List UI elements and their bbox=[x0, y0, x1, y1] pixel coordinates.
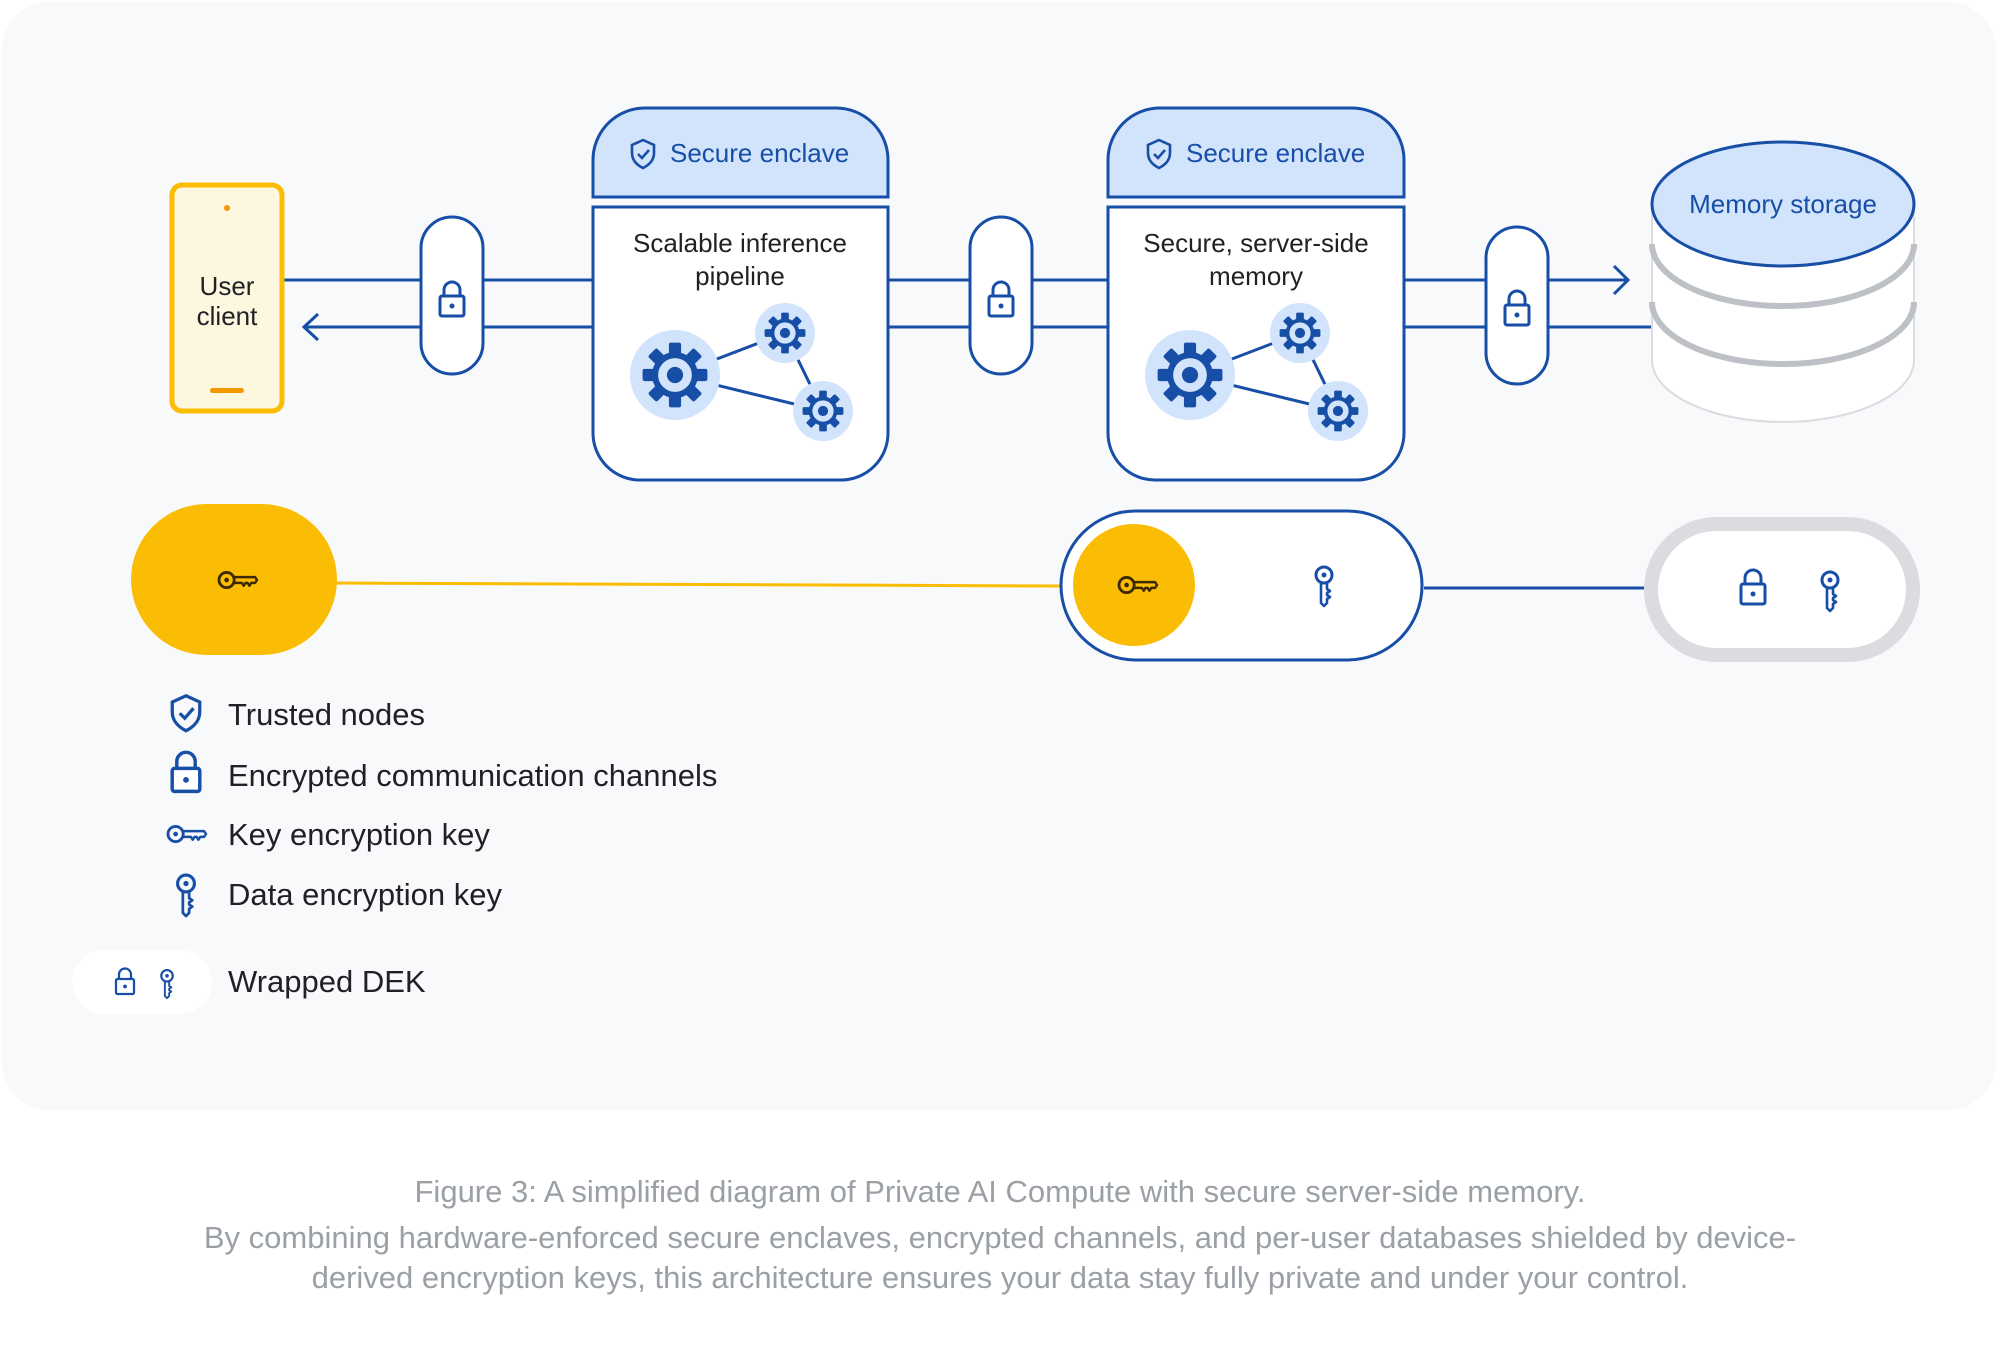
enclave-2-title-2: memory bbox=[1209, 261, 1303, 291]
legend-encrypted-channels: Encrypted communication channels bbox=[228, 758, 717, 793]
phone-home-bar bbox=[210, 388, 244, 393]
legend-kek: Key encryption key bbox=[228, 817, 490, 852]
enclave-2-header: Secure enclave bbox=[1186, 138, 1365, 168]
figure-caption: Figure 3: A simplified diagram of Privat… bbox=[200, 1170, 1800, 1298]
memory-storage-label: Memory storage bbox=[1689, 189, 1877, 219]
legend-dek: Data encryption key bbox=[228, 877, 502, 912]
user-client-label-2: client bbox=[197, 301, 258, 331]
caption-title: Figure 3: A simplified diagram of Privat… bbox=[414, 1174, 1586, 1209]
enclave-1-header: Secure enclave bbox=[670, 138, 849, 168]
enclave-1-title-1: Scalable inference bbox=[633, 228, 847, 258]
gear-icon bbox=[802, 390, 844, 432]
wrapped-dek-swatch bbox=[72, 950, 212, 1014]
gear-network bbox=[630, 303, 853, 441]
gear-icon bbox=[1317, 390, 1359, 432]
phone-camera bbox=[224, 205, 230, 211]
secure-enclave-memory: Secure enclave Secure, server-side memor… bbox=[1106, 106, 1406, 482]
key-row-lines bbox=[333, 581, 1648, 590]
legend: Trusted nodes Encrypted communication ch… bbox=[72, 694, 717, 1014]
legend-wrapped-dek: Wrapped DEK bbox=[228, 964, 426, 999]
gear-icon bbox=[764, 312, 806, 354]
user-client-label-1: User bbox=[200, 271, 255, 301]
user-client-device: User client bbox=[169, 182, 285, 414]
legend-trusted-nodes: Trusted nodes bbox=[228, 697, 425, 732]
gear-icon bbox=[1157, 342, 1223, 408]
encrypted-channel-2 bbox=[968, 215, 1034, 376]
wrapped-dek-storage bbox=[1644, 517, 1920, 662]
caption-body: By combining hardware-enforced secure en… bbox=[203, 1220, 1797, 1295]
gear-network bbox=[1145, 303, 1368, 441]
gear-icon bbox=[642, 342, 708, 408]
memory-storage-database: Memory storage bbox=[1649, 140, 1917, 423]
enclave-2-title-1: Secure, server-side bbox=[1143, 228, 1368, 258]
secure-enclave-inference: Secure enclave Scalable inference pipeli… bbox=[591, 106, 890, 482]
encrypted-channel-1 bbox=[419, 215, 485, 376]
device-key-encryption-key bbox=[131, 504, 337, 655]
encrypted-channel-3 bbox=[1484, 225, 1550, 386]
gear-icon bbox=[1279, 312, 1321, 354]
kek-dek-pair bbox=[1059, 509, 1424, 662]
enclave-1-title-2: pipeline bbox=[695, 261, 785, 291]
